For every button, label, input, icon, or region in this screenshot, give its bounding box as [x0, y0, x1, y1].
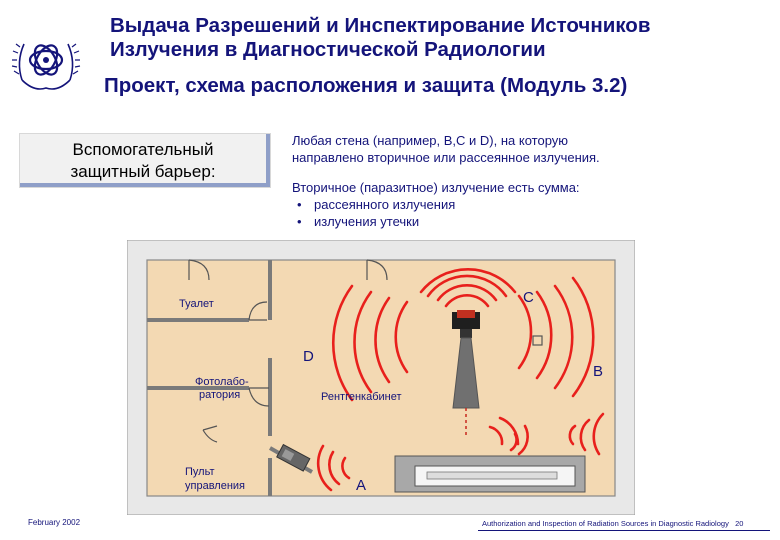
- barrier-label-line-2: защитный барьер:: [70, 162, 216, 181]
- wall-label-d: D: [303, 348, 314, 365]
- wall-label-a: A: [356, 477, 366, 494]
- room-label-control-2: управления: [185, 480, 245, 492]
- room-label-darkroom-1: Фотолабо-: [195, 376, 249, 388]
- secondary-radiation-list: рассеянного излучения излучения утечки: [292, 196, 762, 230]
- footer-course-title: Authorization and Inspection of Radiatio…: [482, 519, 729, 528]
- floor-plan-diagram: Туалет Фотолабо- ратория Пульт управлени…: [127, 240, 635, 515]
- internal-walls: [147, 260, 313, 496]
- wall-label-b: B: [593, 363, 603, 380]
- wall-label-c: C: [523, 289, 534, 306]
- room-label-toilet: Туалет: [179, 298, 214, 310]
- title-line-1: Выдача Разрешений и Инспектирование Исто…: [110, 14, 651, 37]
- doors: [188, 259, 388, 443]
- xray-tube: [452, 310, 480, 436]
- footer-course: Authorization and Inspection of Radiatio…: [482, 519, 743, 528]
- barrier-label-box: Вспомогательный защитный барьер:: [20, 134, 270, 187]
- list-item: излучения утечки: [292, 213, 762, 230]
- atom-logo-icon: [11, 43, 81, 90]
- barrier-label-line-1: Вспомогательный: [72, 140, 214, 159]
- page-number: 20: [735, 519, 744, 528]
- control-console: [276, 443, 311, 472]
- definition-text: Любая стена (например, B,C и D), на кото…: [292, 132, 762, 230]
- list-item: рассеянного излучения: [292, 196, 762, 213]
- definition-line-2: направлено вторичное или рассеянное излу…: [292, 150, 600, 165]
- footer-date: February 2002: [28, 518, 81, 527]
- radiation-arcs: [316, 268, 605, 492]
- title-line-2: Излучения в Диагностической Радиологии: [110, 38, 546, 61]
- page-subtitle: Проект, схема расположения и защита (Мод…: [104, 74, 628, 97]
- room-label-darkroom-2: ратория: [199, 389, 240, 401]
- footer-divider: [478, 530, 770, 531]
- room-label-control-1: Пульт: [185, 466, 215, 478]
- room-label-xray: Рентгенкабинет: [321, 391, 402, 403]
- definition-line-1: Любая стена (например, B,C и D), на кото…: [292, 133, 569, 148]
- page-title: Выдача Разрешений и Инспектирование Исто…: [104, 14, 770, 98]
- patient-table: [394, 455, 586, 493]
- secondary-radiation-text: Вторичное (паразитное) излучение есть су…: [292, 180, 580, 195]
